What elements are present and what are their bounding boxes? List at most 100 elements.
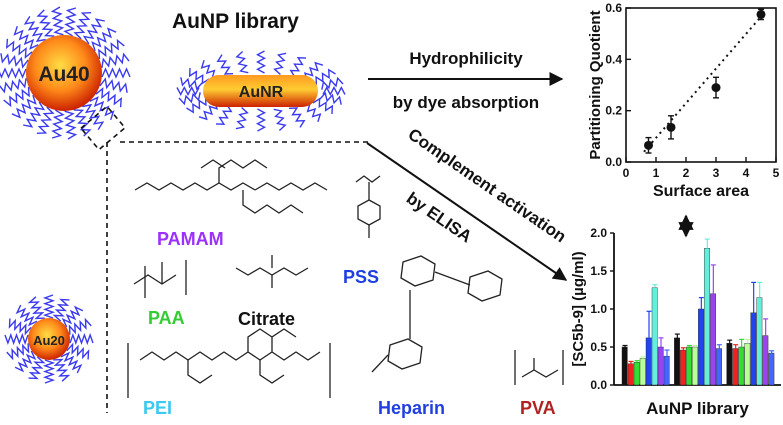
y-axis-label: Partitioning Quotient: [587, 10, 604, 159]
bar: [768, 352, 775, 386]
ligand-wave: [176, 85, 200, 97]
heparin-label: Heparin: [378, 398, 445, 418]
aunr-label: AuNR: [239, 84, 284, 101]
ligand-wave: [273, 108, 287, 132]
complement-arrow: [366, 142, 568, 281]
ligand-wave: [73, 12, 92, 40]
bar: [633, 362, 640, 386]
citrate-structure: [235, 255, 309, 288]
paa-label: PAA: [148, 308, 185, 328]
hydrophilicity-label: Hydrophilicity: [409, 49, 523, 68]
ligand-wave: [235, 106, 249, 130]
trend-line: [643, 12, 765, 153]
bar: [680, 349, 686, 386]
ligand-wave: [0, 53, 29, 69]
citrate-label: Citrate: [238, 309, 295, 329]
bar: [674, 337, 680, 386]
y-tick-label: 0.2: [605, 104, 622, 118]
bar: [744, 343, 751, 386]
data-point: [644, 140, 653, 150]
bar: [651, 287, 658, 386]
au40-label: Au40: [38, 63, 89, 86]
heparin-structure: [371, 255, 503, 373]
data-point: [666, 122, 676, 132]
pss-label: PSS: [343, 267, 379, 287]
bar: [704, 247, 710, 386]
ligand-wave: [322, 85, 346, 97]
ligand-wave: [23, 16, 46, 43]
bar: [762, 335, 769, 386]
bar: [732, 348, 739, 386]
ligand-wave: [312, 97, 334, 115]
ligand-wave: [50, 6, 65, 36]
ligand-wave: [63, 7, 77, 37]
ligand-wave: [66, 342, 90, 360]
ligand-wave: [3, 87, 30, 108]
bar: [639, 358, 646, 386]
aunr-ligand-shell: [176, 50, 346, 132]
pss-structure: [355, 175, 381, 238]
ligand-wave: [36, 106, 55, 134]
pei-label: PEI: [143, 398, 172, 418]
zoom-box: [79, 105, 127, 151]
ligand-wave: [321, 76, 344, 90]
ligand-wave: [255, 50, 267, 74]
bar: [645, 337, 652, 386]
ligand-wave: [36, 9, 55, 37]
bar: [726, 343, 733, 386]
ligand-wave: [15, 304, 38, 327]
ligand-wave: [5, 38, 33, 59]
x-tick-label: 4: [743, 166, 750, 180]
ligand-wave: [42, 359, 56, 384]
au20-label: Au20: [33, 333, 65, 348]
ligand-wave: [198, 101, 219, 121]
ligand-wave: [52, 298, 70, 322]
bar: [657, 346, 664, 386]
y-tick-label: 1.5: [590, 264, 607, 278]
bar: [710, 293, 716, 386]
y-tick-label: 0.4: [605, 52, 622, 66]
data-point: [711, 83, 721, 93]
au20-core: [28, 318, 70, 360]
ligand-wave: [89, 96, 115, 121]
ligand-wave: [73, 109, 92, 137]
ligand-wave: [6, 343, 30, 361]
ligand-wave: [61, 305, 84, 328]
bar: [750, 312, 757, 386]
bar: [692, 346, 698, 386]
x-tick-label: 3: [713, 166, 720, 180]
bar: [627, 363, 634, 386]
bar: [686, 346, 692, 386]
au40-ligand-shell: [0, 6, 131, 140]
au40-core: [26, 35, 102, 111]
bar: [716, 348, 722, 386]
library-title: AuNP library: [172, 10, 299, 33]
ligand-wave: [91, 27, 117, 52]
ligand-wave: [42, 294, 56, 319]
ligand-wave: [101, 67, 131, 79]
ligand-wave: [101, 52, 130, 68]
ligand-wave: [303, 61, 324, 81]
bar: [621, 346, 628, 386]
pva-label: PVA: [520, 398, 556, 418]
ligand-wave: [63, 110, 78, 140]
y-axis-label: [SC5b-9] (µg/ml): [570, 251, 587, 366]
ligand-wave: [273, 52, 287, 76]
elisa-label: by ELISA: [403, 189, 475, 247]
ligand-wave: [51, 109, 65, 139]
ligand-wave: [98, 38, 125, 59]
ligand-wave: [0, 78, 27, 94]
x-tick-label: 1: [653, 166, 660, 180]
ligand-wave: [255, 108, 267, 132]
ligand-wave: [82, 18, 105, 45]
ligand-wave: [28, 356, 46, 380]
y-tick-label: 1.0: [590, 302, 607, 316]
y-tick-label: 0.6: [605, 1, 622, 15]
ligand-wave: [216, 54, 234, 75]
pamam-structure: [134, 159, 328, 214]
au20-nanoparticle: Au20: [4, 294, 94, 384]
ligand-wave: [11, 94, 37, 119]
ligand-wave: [99, 77, 128, 93]
